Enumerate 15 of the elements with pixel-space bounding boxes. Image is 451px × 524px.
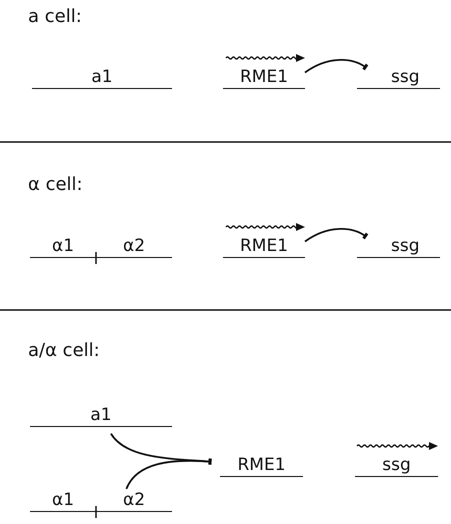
gene-label: ssg [357,236,440,258]
gene-label: RME1 [220,455,303,477]
gene-label: α2 [96,490,172,512]
gene-label: α2 [96,236,172,258]
gene-label: a1 [30,405,172,427]
section-heading: a cell: [28,6,82,27]
gene-label: α1 [30,490,96,512]
section-heading: a/α cell: [28,340,100,361]
section-heading: α cell: [28,174,83,195]
gene-label: a1 [32,67,172,89]
gene-label: α1 [30,236,96,258]
gene-label: ssg [357,67,440,89]
gene-label: RME1 [223,236,305,258]
gene-label: ssg [355,455,438,477]
gene-label: RME1 [223,67,305,89]
